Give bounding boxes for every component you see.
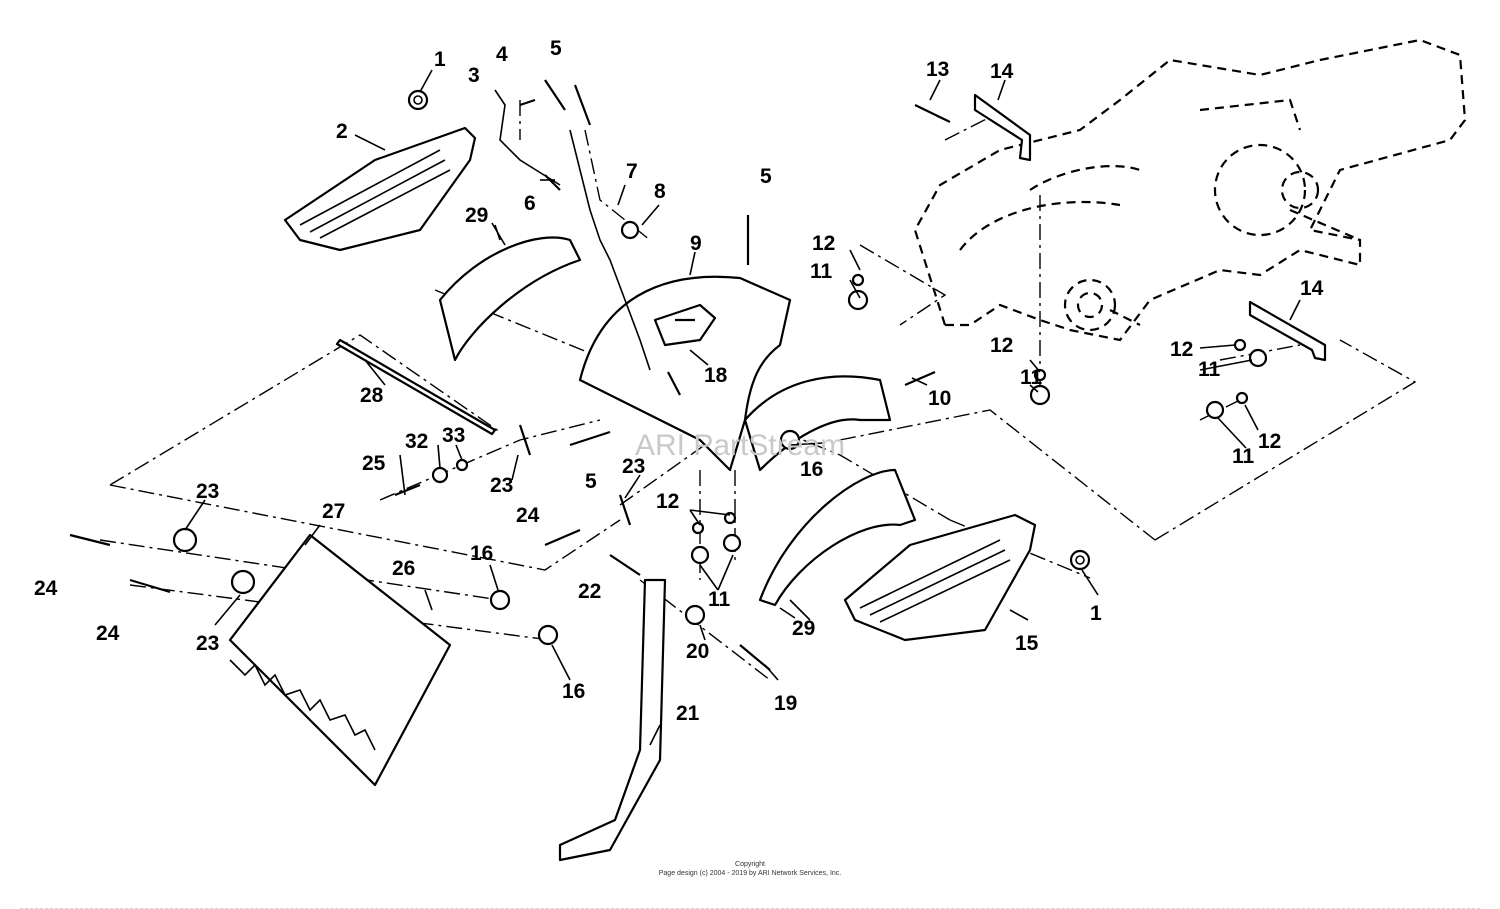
part-2-left-shield [283, 126, 477, 252]
watermark-text: ARI PartStream [635, 429, 845, 462]
footer-page-design: Page design (c) 2004 - 2019 by ARI Netwo… [659, 870, 842, 877]
part-27-drag-shield [228, 533, 452, 787]
callout-18: 18 [704, 364, 728, 387]
callout-28: 28 [360, 384, 384, 407]
callout-12a: 12 [812, 232, 835, 255]
callout-15: 15 [1015, 632, 1039, 655]
callout-12b: 12 [990, 334, 1013, 357]
part-28-rod [335, 338, 497, 436]
callout-20: 20 [686, 640, 709, 663]
callout-23d: 23 [196, 632, 219, 655]
callout-21: 21 [676, 702, 700, 725]
callout-23c: 23 [622, 455, 645, 478]
callout-5c: 5 [585, 470, 597, 493]
callout-1b: 1 [1090, 602, 1102, 625]
callout-23b: 23 [490, 474, 513, 497]
part-21-depth-bar [558, 578, 667, 862]
part-29-hood-flap-left [438, 236, 582, 362]
callout-16c: 16 [562, 680, 585, 703]
callout-5a: 5 [550, 37, 562, 60]
callout-19: 19 [774, 692, 797, 715]
callout-11e: 11 [708, 588, 731, 611]
callout-6: 6 [524, 192, 536, 215]
callout-12c: 12 [1170, 338, 1193, 361]
callout-3: 3 [468, 64, 480, 87]
callout-7: 7 [626, 160, 638, 183]
callout-22: 22 [578, 580, 601, 603]
callout-12e: 12 [656, 490, 679, 513]
callout-numbers: 1 1 2 3 4 5 5 5 6 7 8 9 10 11 11 11 11 1… [34, 37, 1324, 725]
callout-29a: 29 [465, 204, 488, 227]
callout-24b: 24 [96, 622, 120, 645]
callout-11a: 11 [810, 260, 833, 283]
callout-14b: 14 [1300, 277, 1324, 300]
callout-1a: 1 [434, 48, 446, 71]
callout-16a: 16 [800, 458, 823, 481]
callout-16b: 16 [470, 542, 493, 565]
callout-23a: 23 [196, 480, 219, 503]
callout-10: 10 [928, 387, 951, 410]
footer-copyright: Copyright [735, 861, 765, 868]
callout-11c: 11 [1198, 358, 1221, 381]
part-9-tine-hood [578, 275, 892, 472]
part-14-bracket-upper [973, 93, 1032, 162]
tiller-transmission-housing [913, 38, 1467, 342]
part-3-control-rod [494, 89, 651, 371]
part-15-right-shield [843, 513, 1037, 642]
callout-2: 2 [336, 120, 348, 143]
callout-25: 25 [362, 452, 386, 475]
callout-4: 4 [496, 43, 508, 66]
callout-24a: 24 [34, 577, 58, 600]
callout-9: 9 [690, 232, 702, 255]
callout-24c: 24 [516, 504, 540, 527]
callout-11d: 11 [1232, 445, 1255, 468]
callout-leader-lines [184, 69, 1301, 746]
callout-29b: 29 [792, 617, 815, 640]
callout-11b: 11 [1020, 366, 1043, 389]
callout-33: 33 [442, 424, 465, 447]
callout-13: 13 [926, 58, 949, 81]
callout-32: 32 [405, 430, 428, 453]
callout-5b: 5 [760, 165, 772, 188]
callout-27: 27 [322, 500, 345, 523]
part-29-hood-flap-right [758, 468, 917, 607]
callout-14a: 14 [990, 60, 1014, 83]
callout-26: 26 [392, 557, 415, 580]
callout-12d: 12 [1258, 430, 1281, 453]
part-14-bracket-lower [1248, 300, 1327, 362]
callout-8: 8 [654, 180, 666, 203]
